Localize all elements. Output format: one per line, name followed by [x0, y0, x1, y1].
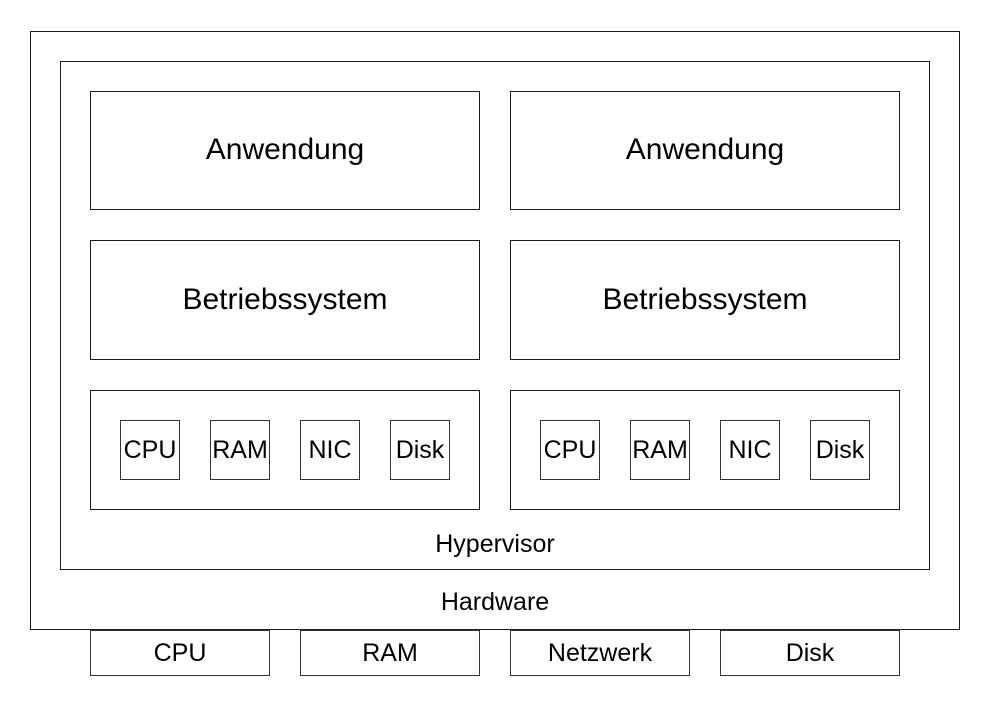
vm-2-os-box: Betriebssystem: [510, 240, 900, 360]
vm-2-vnic-box: NIC: [720, 420, 780, 480]
vm-1-application-box: Anwendung: [90, 91, 480, 210]
physical-network-box: Netzwerk: [510, 630, 690, 676]
vm-2-os-label: Betriebssystem: [602, 282, 808, 316]
vm-1-vnic-label: NIC: [308, 436, 352, 464]
vm-1-application-label: Anwendung: [205, 133, 365, 167]
vm-2-application-box: Anwendung: [510, 91, 900, 210]
physical-disk-label: Disk: [785, 639, 835, 667]
vm-2-vram-label: RAM: [632, 436, 688, 464]
vm-2: Anwendung Betriebssystem CPU RAM NIC: [510, 91, 900, 510]
vm-1-vram-label: RAM: [212, 436, 268, 464]
physical-ram-box: RAM: [300, 630, 480, 676]
vm-2-vcpu-label: CPU: [543, 436, 597, 464]
vm-2-vnic-label: NIC: [728, 436, 772, 464]
vm-1-vdisk-label: Disk: [395, 436, 445, 464]
hypervisor-label: Hypervisor: [435, 530, 555, 558]
vm-2-vcpu-box: CPU: [540, 420, 600, 480]
physical-cpu-box: CPU: [90, 630, 270, 676]
vm-1-os-box: Betriebssystem: [90, 240, 480, 360]
vm-2-vram-box: RAM: [630, 420, 690, 480]
vm-1-os-label: Betriebssystem: [182, 282, 388, 316]
physical-cpu-label: CPU: [153, 639, 207, 667]
vm-1-vdisk-box: Disk: [390, 420, 450, 480]
physical-network-label: Netzwerk: [547, 639, 653, 667]
vm-2-virtual-hardware-box: CPU RAM NIC Disk: [510, 390, 900, 510]
physical-disk-box: Disk: [720, 630, 900, 676]
hardware-box: Anwendung Betriebssystem CPU RAM NIC: [30, 31, 960, 630]
vm-1: Anwendung Betriebssystem CPU RAM NIC: [90, 91, 480, 510]
vm-1-vcpu-label: CPU: [123, 436, 177, 464]
vm-1-vnic-box: NIC: [300, 420, 360, 480]
vm-2-application-label: Anwendung: [625, 133, 785, 167]
physical-ram-label: RAM: [362, 639, 418, 667]
hypervisor-box: Anwendung Betriebssystem CPU RAM NIC: [60, 61, 930, 570]
vm-1-vram-box: RAM: [210, 420, 270, 480]
vm-1-virtual-hardware-box: CPU RAM NIC Disk: [90, 390, 480, 510]
hardware-label: Hardware: [440, 588, 550, 616]
vm-2-vdisk-label: Disk: [815, 436, 865, 464]
vm-1-vcpu-box: CPU: [120, 420, 180, 480]
vm-2-vdisk-box: Disk: [810, 420, 870, 480]
